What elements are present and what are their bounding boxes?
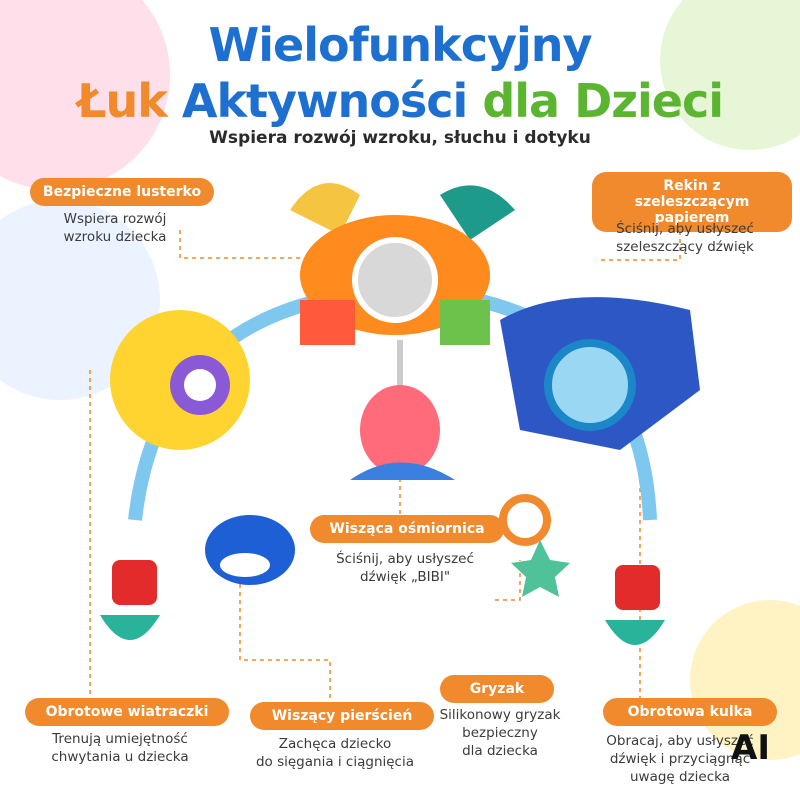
whale-ring-toy [205,515,295,585]
feature-label-teether: Gryzak [440,675,554,703]
right-clamp [605,565,665,645]
windmill-toy [110,310,250,450]
title-line-1: Wielofunkcyjny [208,18,593,72]
left-clamp [100,560,160,640]
title-word-3: dla Dzieci [482,74,724,128]
teether-toy [499,494,570,597]
title-line-2: Łuk Aktywności dla Dzieci [0,74,800,128]
subtitle: Wspiera rozwój wzroku, słuchu i dotyku [209,128,591,148]
feature-label-shark: Rekin z szeleszczącym papierem [592,172,792,232]
feature-label-octopus: Wisząca ośmiornica [310,515,504,543]
title-word-2: Aktywności [181,74,468,128]
feature-label-windmill: Obrotowe wiatraczki [25,698,229,726]
feature-label-mirror: Bezpieczne lusterko [30,178,214,206]
octopus-toy [350,340,455,480]
shark-toy [500,297,700,450]
feature-label-ball: Obrotowa kulka [603,698,777,726]
feature-label-ring: Wiszący pierścień [250,702,434,730]
crab-mirror-toy [290,183,515,345]
ai-badge: AI [731,728,770,768]
title-word-1: Łuk [76,74,168,128]
